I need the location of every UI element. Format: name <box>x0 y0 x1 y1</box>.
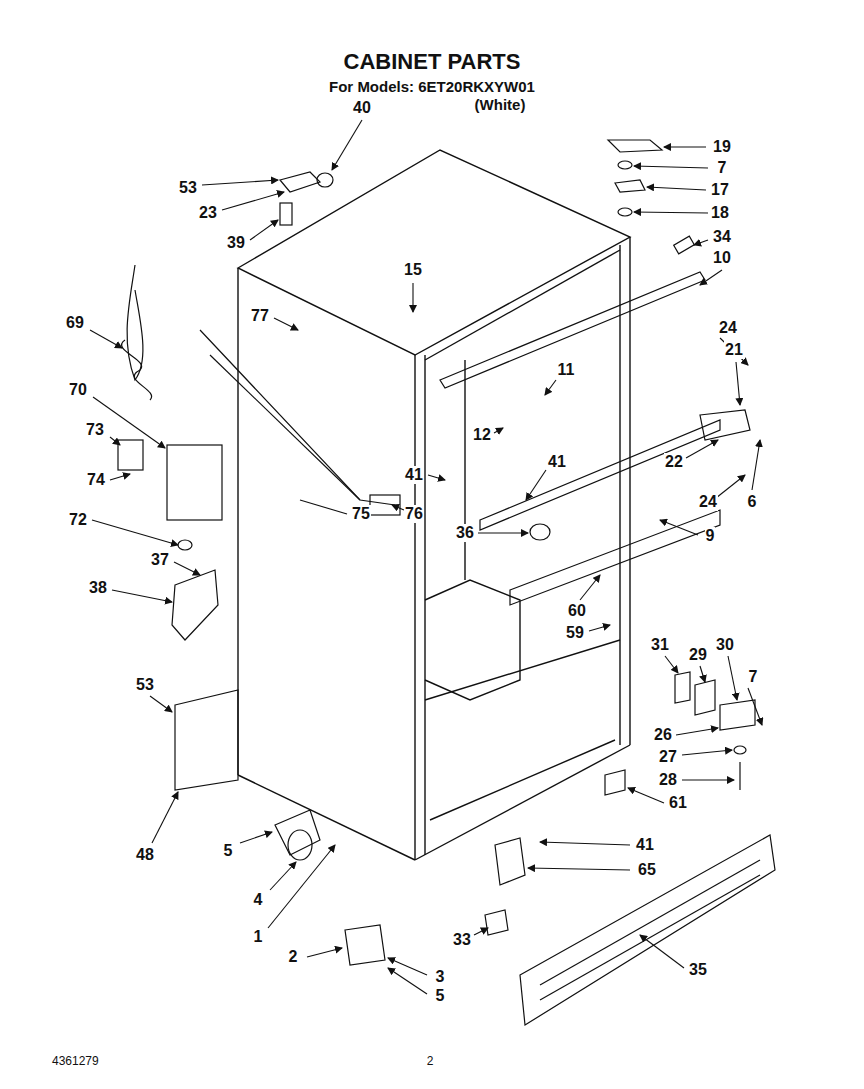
callout-number: 7 <box>717 159 728 177</box>
callout-number: 5 <box>223 842 234 860</box>
callout-number: 38 <box>88 579 108 597</box>
callout-number: 9 <box>705 527 716 545</box>
callout-number: 23 <box>198 204 218 222</box>
callout-number: 75 <box>351 505 371 523</box>
callout-number: 31 <box>650 636 670 654</box>
callout-number: 18 <box>710 204 730 222</box>
callout-number: 27 <box>658 748 678 766</box>
callout-number: 41 <box>404 466 424 484</box>
callout-number: 26 <box>653 726 673 744</box>
callout-number: 40 <box>352 99 372 117</box>
callout-number: 19 <box>712 138 732 156</box>
callout-number: 30 <box>715 636 735 654</box>
callout-number: 10 <box>712 249 732 267</box>
callout-number: 41 <box>547 453 567 471</box>
callout-number: 1 <box>253 928 264 946</box>
callout-number: 3 <box>435 968 446 986</box>
callout-number: 24 <box>718 319 738 337</box>
model-line: For Models: 6ET20RKXYW01 <box>329 79 535 96</box>
callout-number: 28 <box>658 771 678 789</box>
callout-number: 69 <box>65 314 85 332</box>
callout-number: 33 <box>452 931 472 949</box>
leader-lines <box>90 120 762 994</box>
callout-number: 36 <box>455 524 475 542</box>
callout-number: 5 <box>435 987 446 1005</box>
callout-number: 70 <box>68 381 88 399</box>
callout-number: 76 <box>404 505 424 523</box>
callout-number: 2 <box>288 948 299 966</box>
callout-number: 41 <box>635 836 655 854</box>
part-shapes <box>118 140 775 1025</box>
callout-number: 39 <box>226 234 246 252</box>
page-number: 2 <box>427 1055 434 1068</box>
callout-number: 12 <box>472 426 492 444</box>
callout-number: 6 <box>747 493 758 511</box>
callout-number: 59 <box>565 624 585 642</box>
callout-number: 24 <box>698 493 718 511</box>
color-note: (White) <box>475 97 526 114</box>
cabinet-outline <box>238 150 630 860</box>
callout-number: 53 <box>135 676 155 694</box>
callout-number: 60 <box>567 602 587 620</box>
callout-number: 17 <box>710 181 730 199</box>
callout-number: 34 <box>712 228 732 246</box>
callout-number: 29 <box>688 646 708 664</box>
doc-number: 4361279 <box>52 1055 99 1068</box>
callout-number: 35 <box>688 961 708 979</box>
callout-number: 15 <box>403 261 423 279</box>
callout-number: 74 <box>86 471 106 489</box>
callout-number: 72 <box>68 511 88 529</box>
callout-number: 53 <box>178 179 198 197</box>
diagram-title: CABINET PARTS <box>344 50 521 74</box>
callout-number: 21 <box>724 341 744 359</box>
callout-number: 22 <box>664 453 684 471</box>
callout-number: 48 <box>135 846 155 864</box>
callout-number: 65 <box>637 861 657 879</box>
callout-number: 37 <box>150 551 170 569</box>
callout-number: 77 <box>250 307 270 325</box>
callout-number: 11 <box>557 361 576 379</box>
callout-number: 7 <box>748 668 759 686</box>
callout-number: 73 <box>85 421 105 439</box>
callout-number: 4 <box>253 891 264 909</box>
callout-number: 61 <box>668 794 688 812</box>
